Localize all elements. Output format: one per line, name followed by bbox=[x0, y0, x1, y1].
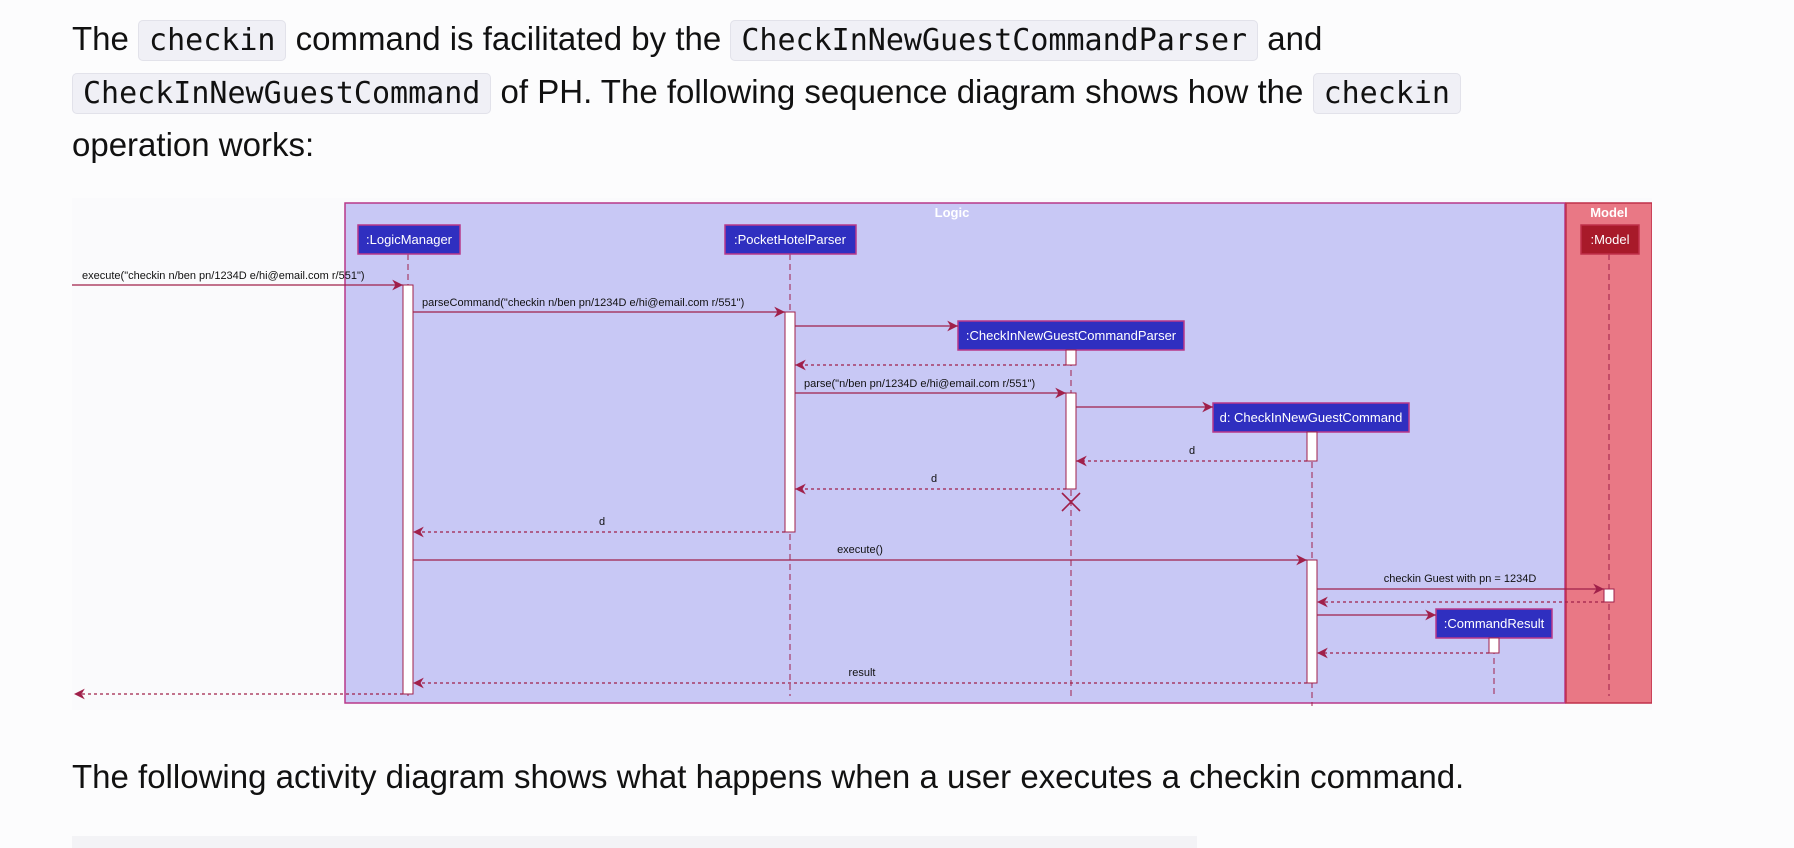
participant-pocket-hotel-parser: :PocketHotelParser bbox=[724, 224, 857, 255]
participant-model: :Model bbox=[1580, 224, 1640, 255]
activation-checkin-parser-2 bbox=[1065, 392, 1077, 490]
participant-logic-manager: :LogicManager bbox=[357, 224, 461, 255]
participant-checkin-command-label: d: CheckInNewGuestCommand bbox=[1220, 410, 1403, 425]
inline-code-command: CheckInNewGuestCommand bbox=[72, 73, 492, 114]
model-box-label: Model bbox=[1590, 205, 1628, 220]
participant-model-label: :Model bbox=[1590, 232, 1629, 247]
participant-checkin-command: d: CheckInNewGuestCommand bbox=[1212, 402, 1410, 433]
activation-pocket-hotel-parser bbox=[784, 311, 796, 533]
msg-execute-input-label: execute("checkin n/ben pn/1234D e/hi@ema… bbox=[82, 270, 365, 282]
logic-box-label: Logic bbox=[935, 205, 970, 220]
participant-command-result-label: :CommandResult bbox=[1444, 616, 1545, 631]
intro-text-2: command is facilitated by the bbox=[295, 20, 722, 57]
msg-parse-label: parse("n/ben pn/1234D e/hi@email.com r/5… bbox=[804, 378, 1035, 390]
msg-return-d-1-label: d bbox=[1189, 445, 1195, 457]
destroy-marker bbox=[1061, 492, 1081, 512]
activation-checkin-command-2 bbox=[1306, 559, 1318, 684]
msg-return-d-3-label: d bbox=[599, 516, 605, 528]
inline-code-parser: CheckInNewGuestCommandParser bbox=[730, 20, 1259, 61]
activation-logic-manager bbox=[402, 284, 414, 695]
activation-checkin-command-1 bbox=[1306, 431, 1318, 462]
activation-command-result bbox=[1488, 637, 1500, 654]
intro-paragraph: The checkin command is facilitated by th… bbox=[72, 13, 1722, 170]
next-block-edge bbox=[72, 836, 1197, 848]
intro-text-4: of PH. The following sequence diagram sh… bbox=[500, 73, 1304, 110]
msg-checkin-guest-label: checkin Guest with pn = 1234D bbox=[1384, 573, 1537, 585]
msg-parse-command-label: parseCommand("checkin n/ben pn/1234D e/h… bbox=[422, 297, 744, 309]
participant-logic-manager-label: :LogicManager bbox=[366, 232, 453, 247]
activation-checkin-parser-1 bbox=[1065, 349, 1077, 366]
outro-paragraph: The following activity diagram shows wha… bbox=[72, 758, 1465, 795]
inline-code-checkin: checkin bbox=[138, 20, 287, 61]
inline-code-checkin-2: checkin bbox=[1312, 73, 1461, 114]
msg-return-d-2-label: d bbox=[931, 473, 937, 485]
participant-command-result: :CommandResult bbox=[1435, 608, 1553, 639]
sequence-diagram: Logic Model :LogicManager :PocketHotelPa… bbox=[72, 198, 1652, 710]
participant-checkin-parser: :CheckInNewGuestCommandParser bbox=[957, 320, 1185, 351]
activation-model bbox=[1603, 588, 1615, 603]
intro-text-3: and bbox=[1267, 20, 1323, 57]
msg-result-label: result bbox=[849, 667, 876, 679]
intro-text-5: operation works: bbox=[72, 126, 315, 163]
msg-execute-label: execute() bbox=[837, 544, 883, 556]
logic-box bbox=[344, 202, 1566, 704]
intro-text-1: The bbox=[72, 20, 129, 57]
participant-checkin-parser-label: :CheckInNewGuestCommandParser bbox=[966, 328, 1177, 343]
participant-pocket-hotel-parser-label: :PocketHotelParser bbox=[734, 232, 847, 247]
